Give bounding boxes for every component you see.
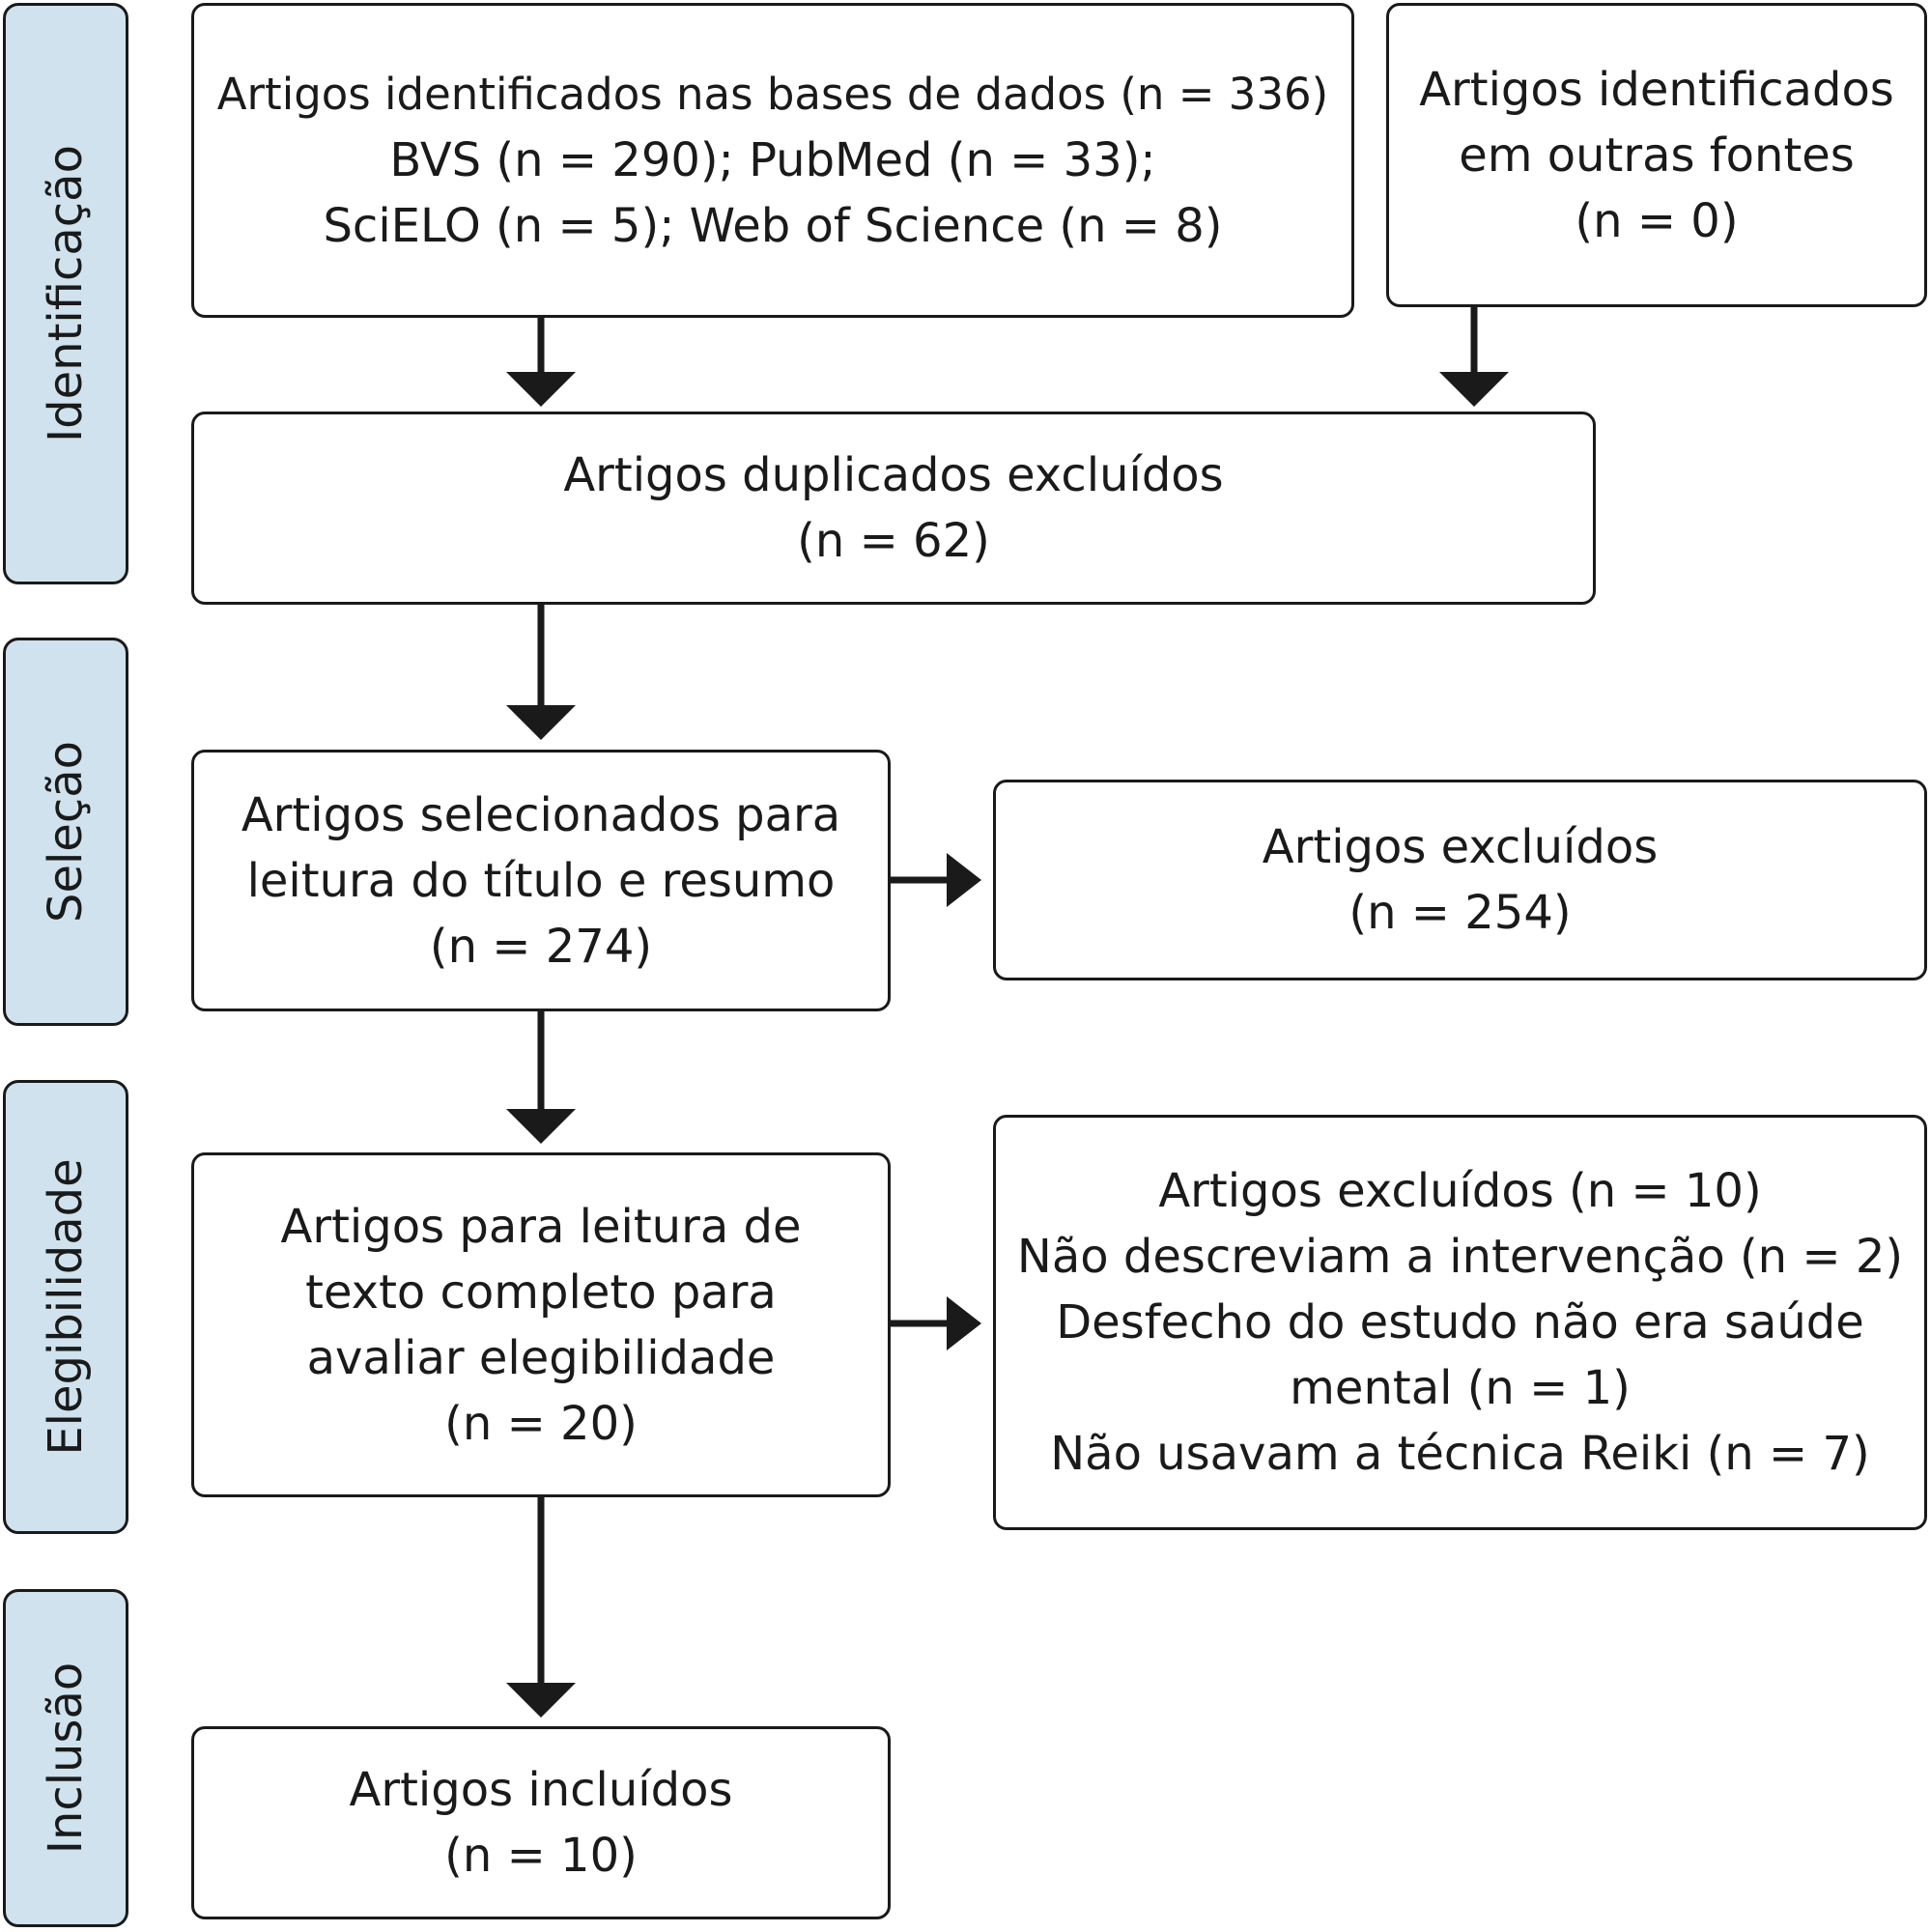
arrow-head-fulltext-to-excluded (947, 1296, 981, 1350)
box-line: texto completo para (305, 1264, 777, 1320)
box-line: (n = 254) (1348, 886, 1572, 940)
phase-inclusao: Inclusão (3, 1589, 128, 1927)
arrow-head-fulltext-to-included (506, 1683, 576, 1718)
box-line: em outras fontes (1459, 128, 1855, 183)
box-line: (n = 0) (1575, 193, 1739, 248)
box-identified-databases: Artigos identificados nas bases de dados… (191, 3, 1354, 318)
box-line: (n = 62) (797, 514, 990, 568)
box-line: SciELO (n = 5); Web of Science (n = 8) (323, 199, 1223, 253)
box-line: Não descreviam a intervenção (n = 2) (1016, 1230, 1904, 1284)
box-line: mental (n = 1) (1290, 1361, 1631, 1415)
arrow-head-databases-to-duplicates (506, 372, 576, 407)
box-line: BVS (n = 290); PubMed (n = 33); (389, 133, 1156, 187)
box-line: Artigos incluídos (349, 1763, 733, 1817)
box-identified-other: Artigos identificados em outras fontes (… (1386, 3, 1927, 307)
arrow-head-other-to-duplicates (1439, 372, 1509, 407)
arrow-head-duplicates-to-screened (506, 705, 576, 740)
box-line: Artigos excluídos (n = 10) (1158, 1164, 1762, 1218)
box-line: (n = 274) (429, 919, 653, 974)
box-line: Não usavam a técnica Reiki (n = 7) (1050, 1427, 1870, 1481)
box-screened: Artigos selecionados para leitura do tít… (191, 750, 891, 1011)
arrow-head-screened-to-fulltext (506, 1109, 576, 1144)
box-line: Artigos duplicados excluídos (563, 448, 1224, 502)
arrow-head-screened-to-excluded (947, 853, 981, 907)
box-line: Artigos identificados (1419, 62, 1894, 117)
box-line: Desfecho do estudo não era saúde (1056, 1295, 1864, 1350)
box-line: Artigos excluídos (1262, 820, 1659, 874)
box-line: (n = 20) (444, 1396, 638, 1451)
box-excluded-fulltext: Artigos excluídos (n = 10) Não descrevia… (993, 1115, 1927, 1530)
box-line: leitura do título e resumo (246, 853, 836, 908)
phase-selecao: Seleção (3, 638, 128, 1026)
box-excluded-screening: Artigos excluídos (n = 254) (993, 780, 1927, 980)
phase-identificacao: Identificação (3, 3, 128, 584)
box-line: (n = 10) (444, 1829, 638, 1883)
box-included: Artigos incluídos (n = 10) (191, 1726, 891, 1919)
phase-elegibilidade: Elegibilidade (3, 1080, 128, 1534)
box-line: Artigos identificados nas bases de dados… (216, 69, 1329, 120)
box-line: Artigos selecionados para (241, 787, 841, 842)
box-line: Artigos para leitura de (280, 1199, 802, 1254)
box-line: avaliar elegibilidade (306, 1330, 776, 1385)
box-fulltext: Artigos para leitura de texto completo p… (191, 1152, 891, 1497)
box-duplicates: Artigos duplicados excluídos (n = 62) (191, 412, 1596, 605)
